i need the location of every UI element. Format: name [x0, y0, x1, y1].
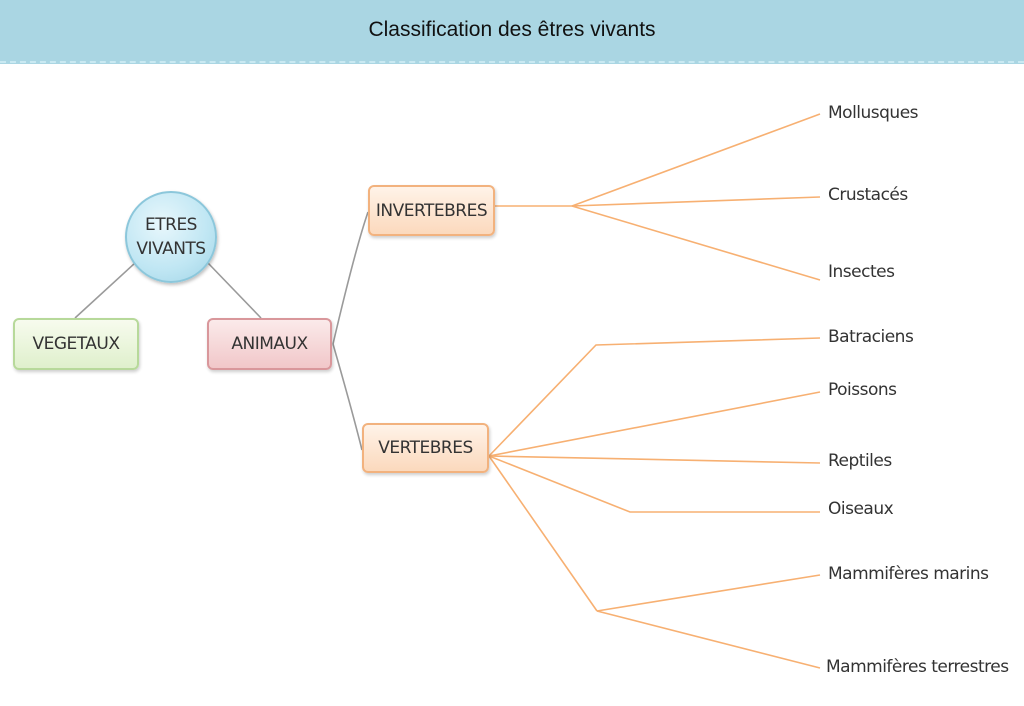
- connector-batraciens: [488, 337, 821, 457]
- leaf-poissons[interactable]: Poissons: [828, 380, 897, 400]
- node-vertebres[interactable]: VERTEBRES: [362, 423, 489, 473]
- connector-poissons: [488, 391, 821, 457]
- leaf-mollusques[interactable]: Mollusques: [828, 103, 919, 123]
- connector-crustaces: [571, 196, 821, 207]
- page-title: Classification des êtres vivants: [368, 18, 656, 41]
- connector-mammiferes-terrestres: [596, 610, 821, 669]
- node-animaux[interactable]: ANIMAUX: [207, 318, 332, 370]
- node-etres-vivants-line2: VIVANTS: [136, 239, 206, 259]
- node-vegetaux[interactable]: VEGETAUX: [13, 318, 139, 370]
- connector-animaux-invertebres: [332, 211, 369, 345]
- leaf-reptiles[interactable]: Reptiles: [828, 451, 892, 471]
- header-stitch-line: [0, 61, 1024, 63]
- node-etres-vivants-line1: ETRES: [145, 215, 197, 235]
- connector-mammiferes-hub: [488, 455, 598, 612]
- leaf-batraciens[interactable]: Batraciens: [828, 327, 914, 347]
- leaf-mammiferes-marins[interactable]: Mammifères marins: [828, 564, 989, 584]
- connector-insectes: [571, 205, 821, 281]
- connector-reptiles: [488, 455, 821, 464]
- node-invertebres[interactable]: INVERTEBRES: [368, 185, 495, 236]
- leaf-mammiferes-terrestres[interactable]: Mammifères terrestres: [826, 657, 1009, 677]
- leaf-insectes[interactable]: Insectes: [828, 262, 895, 282]
- connector-mammiferes-marins: [596, 574, 821, 612]
- leaf-crustaces[interactable]: Crustacés: [828, 185, 908, 205]
- connector-root-vegetaux: [74, 262, 136, 319]
- header-bar: Classification des êtres vivants: [0, 0, 1024, 64]
- leaf-oiseaux[interactable]: Oiseaux: [828, 499, 894, 519]
- connector-oiseaux: [488, 455, 820, 513]
- connector-mollusques: [571, 113, 821, 207]
- node-etres-vivants[interactable]: ETRES VIVANTS: [125, 191, 217, 283]
- connector-animaux-vertebres: [332, 343, 363, 451]
- connector-root-animaux: [207, 262, 262, 319]
